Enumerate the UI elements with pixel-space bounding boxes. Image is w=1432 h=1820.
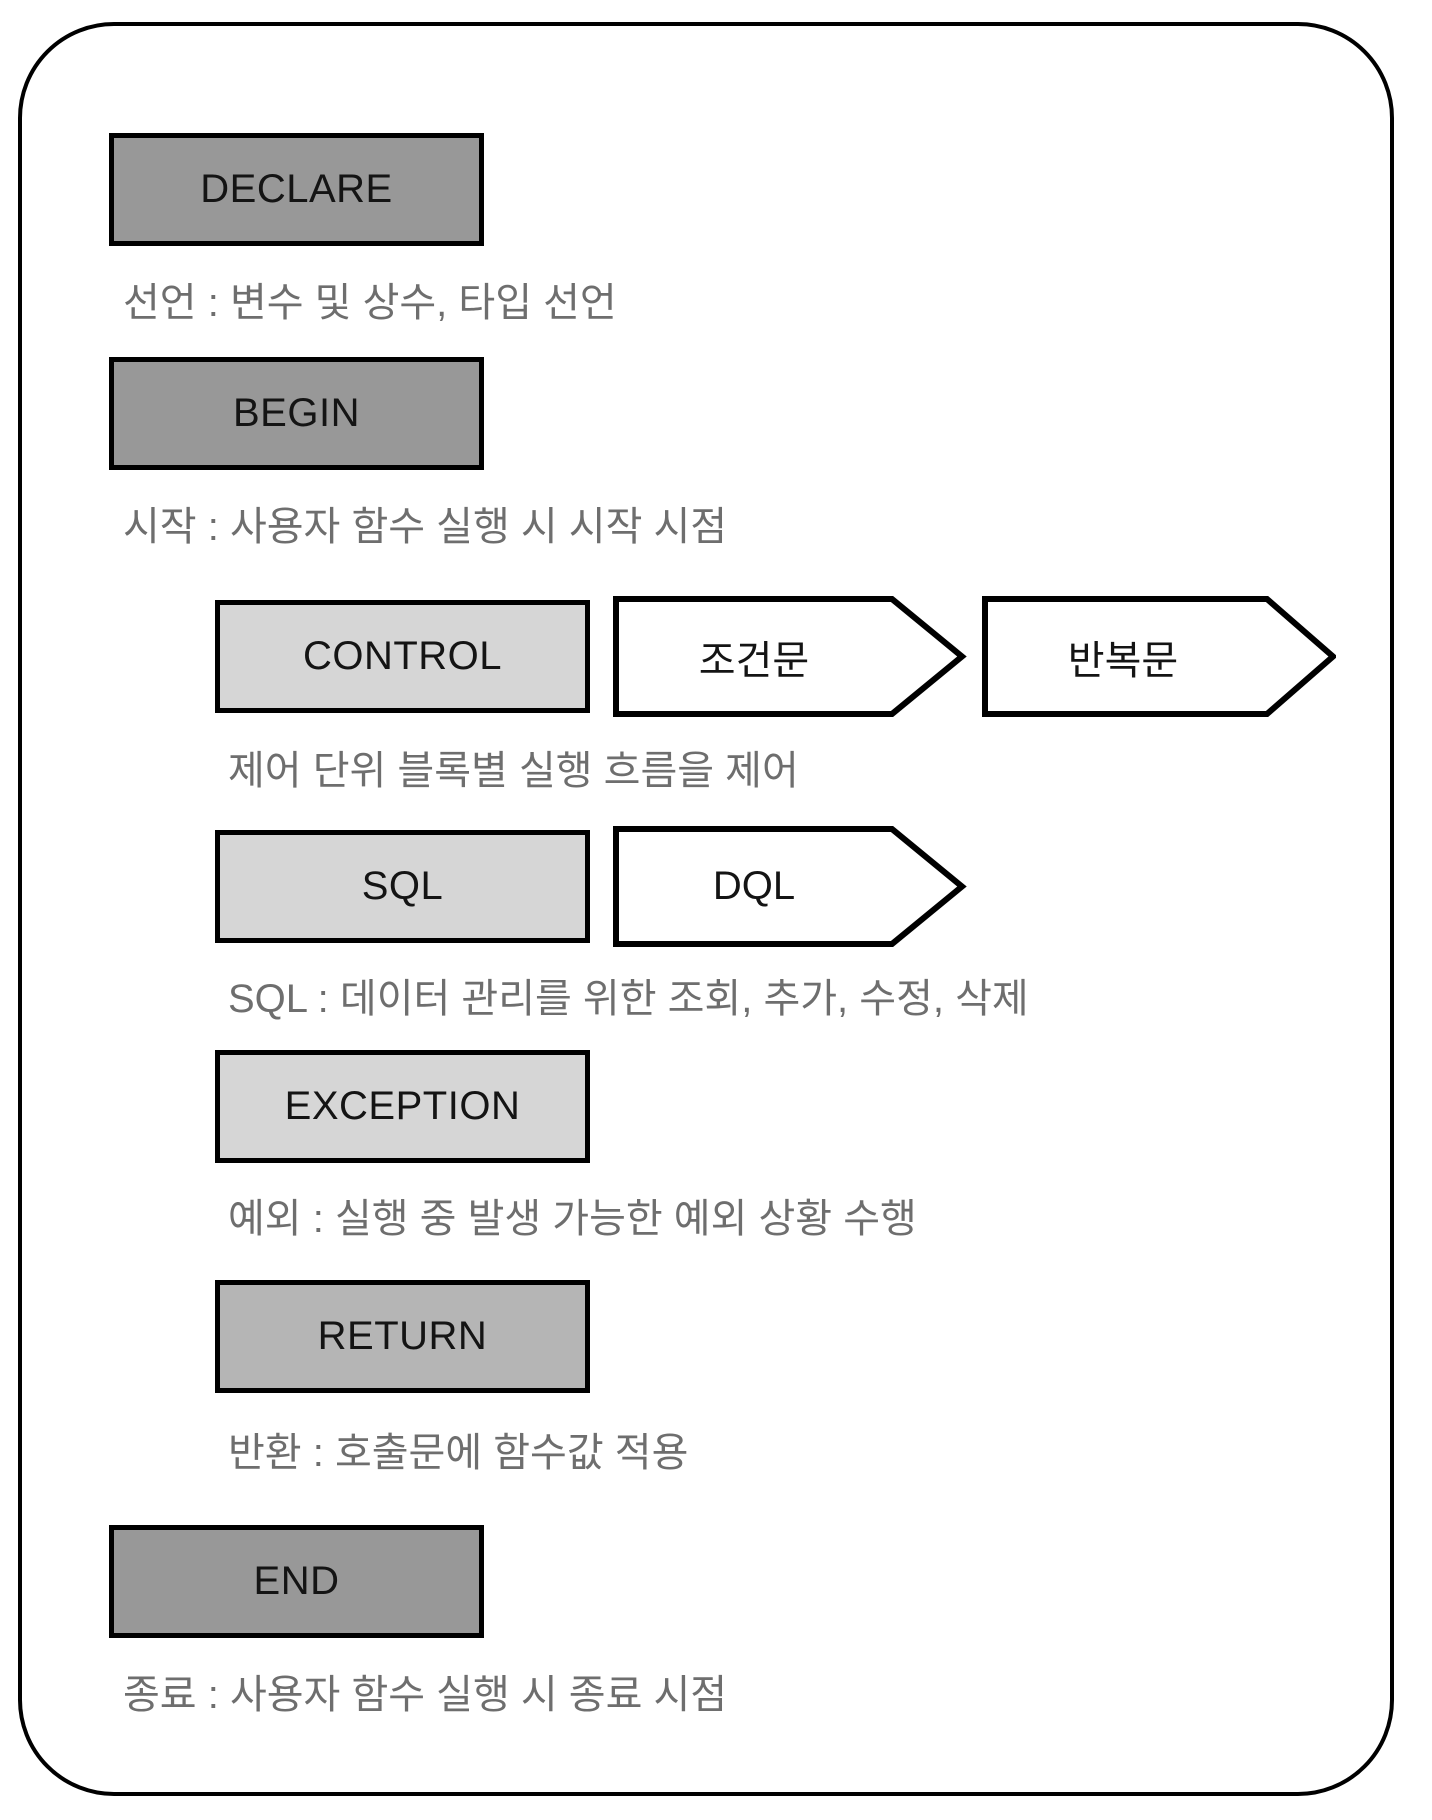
block-return-label: RETURN bbox=[317, 1314, 488, 1358]
desc-end: 종료 : 사용자 함수 실행 시 종료 시점 bbox=[123, 1673, 728, 1717]
block-control-label: CONTROL bbox=[302, 634, 503, 678]
arrow-loop: 반복문 bbox=[982, 596, 1336, 717]
block-sql: SQL bbox=[215, 830, 590, 943]
block-begin: BEGIN bbox=[109, 357, 484, 470]
arrow-dql: DQL bbox=[613, 826, 967, 947]
desc-return: 반환 : 호출문에 함수값 적용 bbox=[228, 1431, 689, 1475]
block-end: END bbox=[109, 1525, 484, 1638]
desc-declare: 선언 : 변수 및 상수, 타입 선언 bbox=[123, 281, 617, 325]
desc-control: 제어 단위 블록별 실행 흐름을 제어 bbox=[228, 749, 799, 793]
arrow-loop-shape bbox=[982, 596, 1336, 717]
block-begin-label: BEGIN bbox=[233, 391, 360, 435]
block-exception-label: EXCEPTION bbox=[284, 1084, 521, 1128]
block-control: CONTROL bbox=[215, 600, 590, 713]
arrow-dql-label: DQL bbox=[712, 864, 796, 908]
arrow-loop-label: 반복문 bbox=[1067, 638, 1179, 683]
arrow-conditional: 조건문 bbox=[613, 596, 967, 717]
block-exception: EXCEPTION bbox=[215, 1050, 590, 1163]
desc-sql: SQL : 데이터 관리를 위한 조회, 추가, 수정, 삭제 bbox=[228, 977, 1029, 1021]
arrow-conditional-label: 조건문 bbox=[698, 638, 810, 683]
block-end-label: END bbox=[253, 1559, 340, 1603]
block-return: RETURN bbox=[215, 1280, 590, 1393]
arrow-conditional-shape bbox=[613, 596, 967, 717]
arrow-dql-shape bbox=[613, 826, 967, 947]
block-declare-label: DECLARE bbox=[200, 167, 393, 211]
desc-exception: 예외 : 실행 중 발생 가능한 예외 상황 수행 bbox=[228, 1197, 917, 1241]
desc-begin: 시작 : 사용자 함수 실행 시 시작 시점 bbox=[123, 505, 728, 549]
block-declare: DECLARE bbox=[109, 133, 484, 246]
block-sql-label: SQL bbox=[361, 864, 444, 908]
